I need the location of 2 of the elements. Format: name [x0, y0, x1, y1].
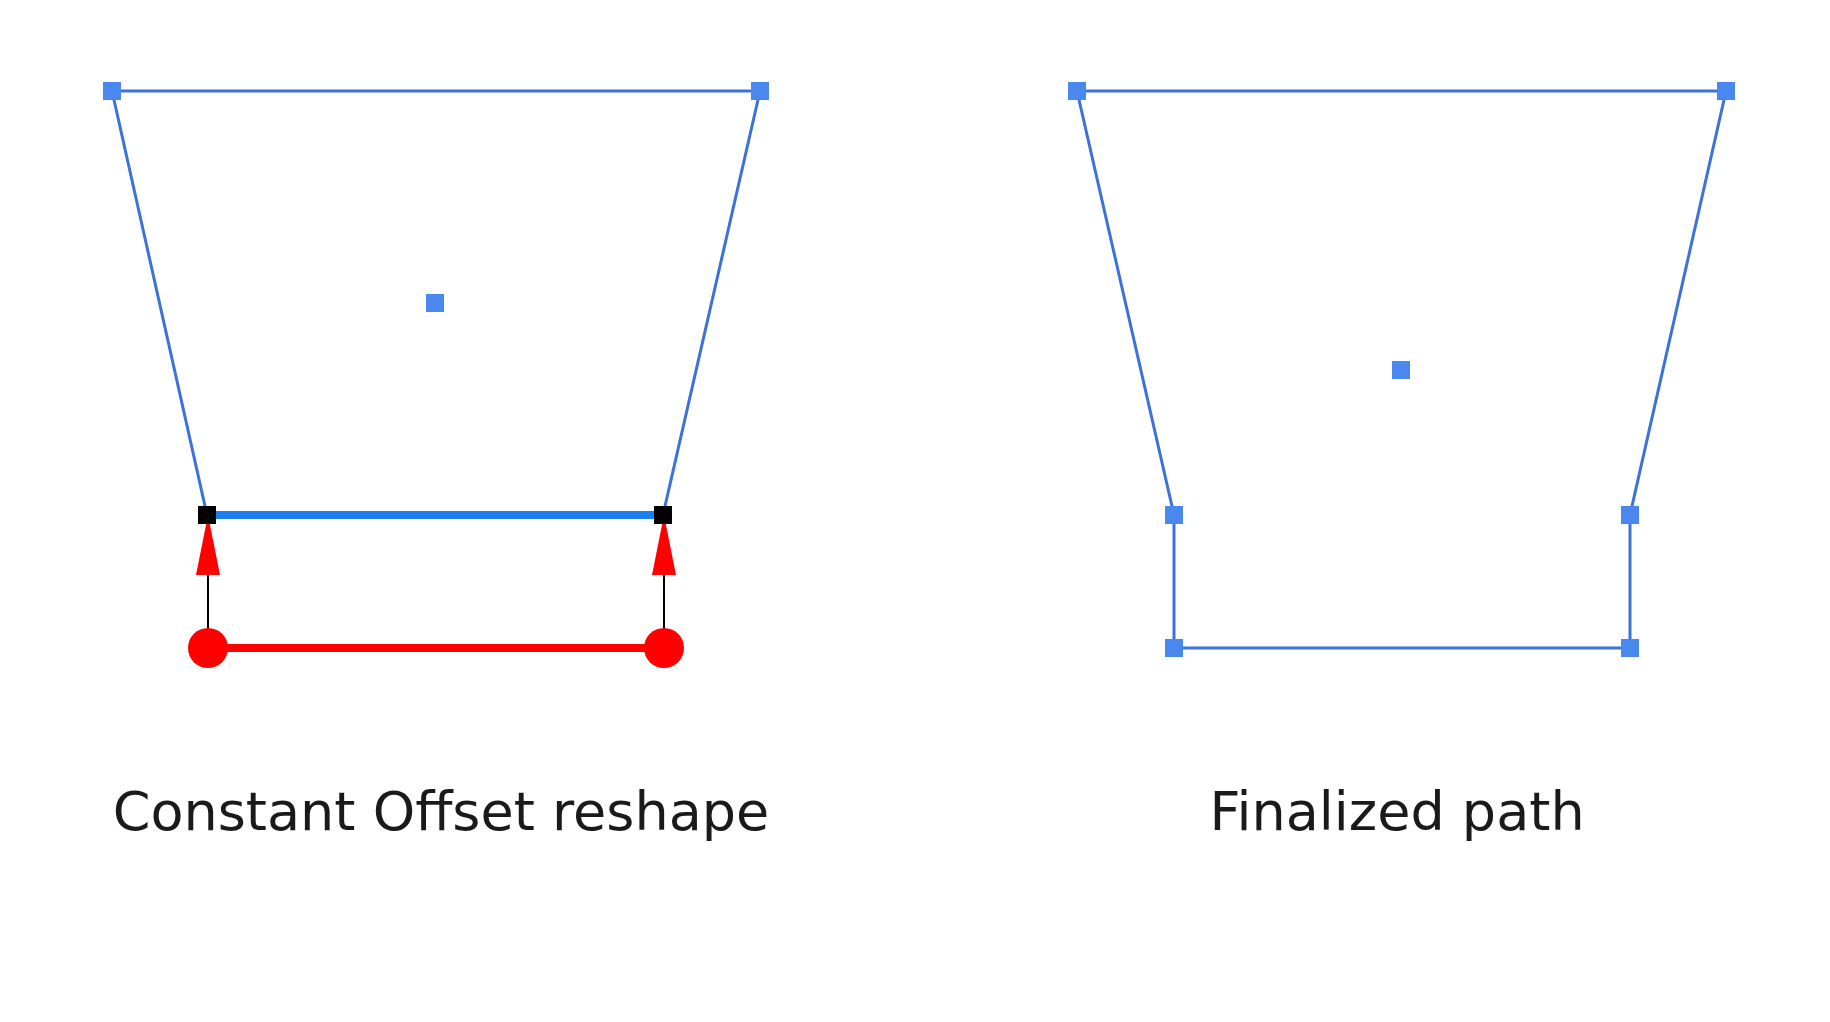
caption: Constant Offset reshape [112, 780, 770, 843]
caption: Finalized path [1209, 780, 1585, 843]
